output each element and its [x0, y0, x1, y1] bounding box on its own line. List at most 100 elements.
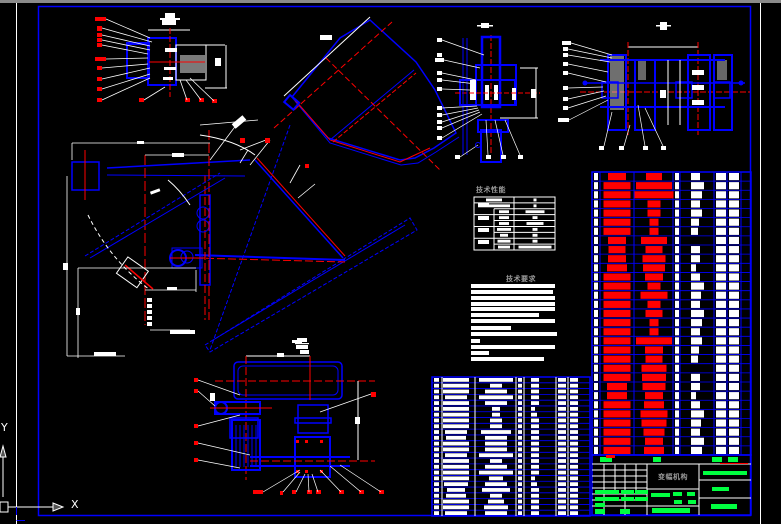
cell-total: [729, 291, 739, 299]
cell-material: [531, 505, 539, 510]
cell-weight: [716, 227, 726, 235]
cell-qty: [518, 511, 522, 515]
requirement-line: [471, 296, 555, 300]
cell-code: [603, 446, 631, 454]
cell-code: [443, 499, 469, 504]
cell-code: [443, 389, 469, 394]
table-cell-text: [500, 233, 508, 237]
cell-number: [434, 499, 439, 504]
cell-material: [531, 418, 539, 423]
cell-weight: [716, 300, 726, 308]
cell-name: [642, 255, 666, 263]
cell-weight: [716, 437, 726, 445]
cell-name: [649, 227, 659, 235]
cell-weight: [716, 191, 726, 199]
parts-list-upper[interactable]: [591, 171, 752, 456]
cell-material: [691, 173, 700, 181]
cell-qty: [675, 382, 679, 391]
cell-name: [484, 505, 508, 510]
requirement-line: [471, 345, 555, 349]
cell-number: [594, 200, 598, 208]
cell-name: [641, 236, 667, 245]
cell-qty: [675, 337, 679, 345]
cell-code: [603, 227, 631, 235]
cell-number: [434, 378, 439, 382]
cell-weight: [716, 382, 726, 391]
table-cell-text: [478, 240, 489, 244]
cell-weight: [716, 401, 726, 409]
cell-material: [691, 227, 698, 235]
detail-view-top-right[interactable]: [558, 22, 750, 150]
cell-weight: [716, 446, 726, 454]
cell-material: [691, 209, 702, 217]
cell-name: [479, 378, 513, 382]
cell-number: [594, 419, 598, 427]
cell-total: [570, 389, 578, 394]
cell-number: [594, 246, 598, 254]
main-elevation-view[interactable]: [63, 16, 460, 358]
cell-qty: [518, 453, 522, 458]
detail-view-drive-unit[interactable]: [194, 338, 384, 495]
cell-code: [443, 401, 469, 405]
title-block[interactable]: [591, 454, 752, 516]
tech-requirements-title: 技术要求: [506, 275, 536, 283]
cell-name: [485, 401, 507, 405]
cell-name: [645, 355, 663, 363]
cell-qty: [518, 482, 522, 487]
detail-view-top-middle[interactable]: [435, 23, 540, 163]
cell-material: [691, 255, 700, 263]
cell-name: [645, 273, 663, 281]
cell-total: [570, 401, 578, 405]
detail-view-top-left[interactable]: [95, 13, 227, 103]
cell-number: [594, 309, 598, 318]
cell-qty: [518, 406, 522, 411]
cell-total: [570, 511, 578, 515]
cell-number: [594, 173, 598, 181]
cell-weight: [716, 246, 726, 254]
cell-weight: [716, 419, 726, 427]
requirement-line: [471, 313, 539, 317]
cell-qty: [518, 389, 522, 394]
cell-material: [531, 378, 539, 382]
cell-qty: [675, 346, 679, 354]
table-cell-text: [478, 228, 489, 232]
tech-performance-table[interactable]: [473, 196, 556, 251]
cell-name: [641, 364, 667, 372]
cell-number: [594, 346, 598, 354]
cell-total: [570, 406, 578, 411]
cell-total: [729, 246, 739, 254]
cell-number: [434, 389, 439, 394]
table-cell-text: [499, 216, 509, 220]
cell-qty: [675, 373, 679, 381]
cell-qty: [518, 488, 522, 492]
cell-number: [434, 401, 439, 405]
parts-list-lower[interactable]: [431, 376, 591, 517]
cell-code: [443, 476, 469, 481]
cell-code: [603, 355, 631, 363]
cell-code: [447, 488, 465, 492]
cell-number: [434, 412, 439, 417]
title-block-name: 变幅机构: [658, 473, 688, 481]
cell-code: [445, 511, 467, 515]
cell-qty: [675, 437, 679, 445]
table-cell-text: [518, 245, 552, 249]
cell-weight: [558, 470, 566, 475]
requirement-line: [471, 332, 557, 336]
cell-material: [691, 437, 704, 445]
cell-number: [434, 447, 439, 452]
cell-number: [594, 300, 598, 308]
cell-qty: [675, 173, 679, 181]
cell-material: [531, 441, 539, 446]
cell-code: [603, 410, 631, 418]
cell-total: [570, 464, 578, 469]
cell-total: [729, 319, 739, 327]
cell-name: [479, 395, 513, 400]
cell-qty: [675, 364, 679, 372]
cell-total: [729, 236, 739, 245]
cell-number: [594, 401, 598, 409]
cell-name: [640, 291, 668, 299]
cell-code: [607, 382, 627, 391]
cell-material: [691, 273, 700, 281]
cell-qty: [518, 401, 522, 405]
